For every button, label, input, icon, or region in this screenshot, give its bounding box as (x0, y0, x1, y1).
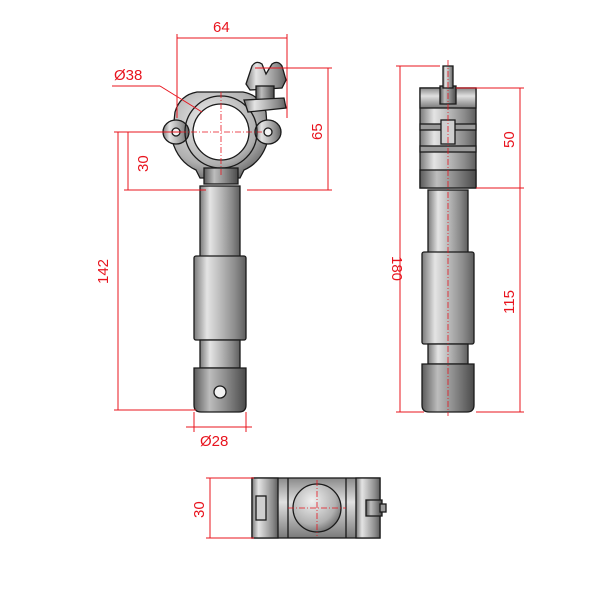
side-view: 180 50 115 (388, 60, 524, 416)
dim-label-bottom-30: 30 (191, 501, 208, 518)
front-view: 64 Ø38 65 30 142 Ø28 (95, 19, 332, 450)
clamp-hinge-plate (243, 97, 287, 113)
dim-label-64: 64 (213, 19, 230, 36)
spigot-sleeve (193, 255, 247, 341)
side-spigot-sleeve (421, 251, 475, 345)
right-bolt-icon (263, 127, 273, 137)
dim-label-180: 180 (388, 256, 405, 281)
bottom-left-slot (255, 495, 267, 521)
bottom-bolt-tip (379, 503, 387, 513)
dim-label-30: 30 (135, 155, 152, 172)
dim-line-d38-arrow (159, 85, 203, 113)
dim-label-115: 115 (501, 290, 518, 314)
wing-nut-icon (245, 61, 287, 91)
dim-label-65: 65 (309, 123, 326, 140)
dim-label-142: 142 (95, 259, 112, 284)
bottom-view: 30 (191, 477, 387, 539)
dim-label-50: 50 (501, 131, 518, 148)
dim-label-d28: Ø28 (200, 433, 228, 450)
spigot-pin-hole (213, 385, 227, 399)
wing-nut-stem (255, 85, 275, 101)
spigot-upper-tube (199, 185, 241, 259)
dim-label-d38: Ø38 (114, 67, 142, 84)
clamp-base-block (203, 167, 239, 185)
spigot-lower-tube (199, 339, 241, 369)
